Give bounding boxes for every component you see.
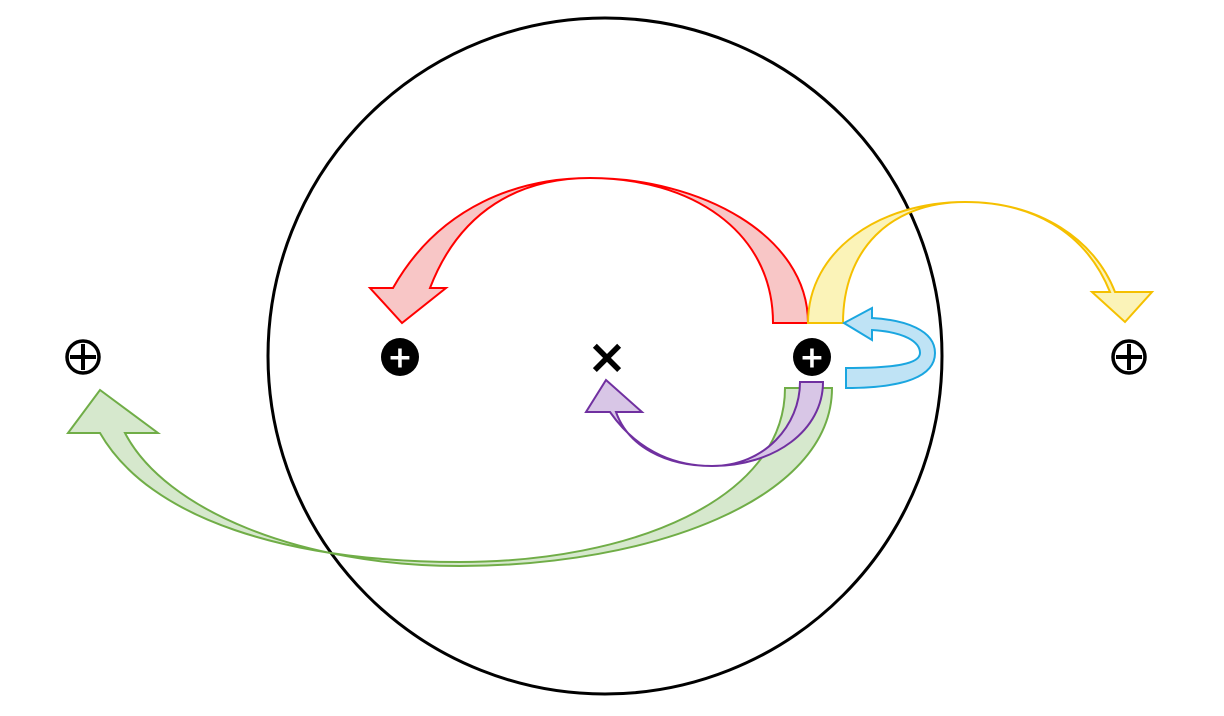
outer-right-charge: ⊕	[1111, 339, 1147, 375]
inner-right-charge-symbol: +	[799, 341, 824, 376]
center-cross-mark: ×	[587, 329, 627, 385]
center-cross-symbol: ×	[587, 329, 627, 385]
blue-loop-arrow	[841, 306, 937, 390]
green-curved-arrow	[66, 387, 834, 568]
inner-left-charge: +	[381, 338, 419, 376]
yellow-curved-arrow	[806, 200, 1155, 324]
outer-left-charge: ⊕	[65, 339, 101, 375]
red-curved-arrow	[367, 176, 810, 325]
boundary-circle	[266, 16, 944, 696]
purple-curved-arrow	[584, 378, 825, 468]
inner-left-charge-symbol: +	[387, 341, 412, 376]
inner-right-charge: +	[793, 338, 831, 376]
